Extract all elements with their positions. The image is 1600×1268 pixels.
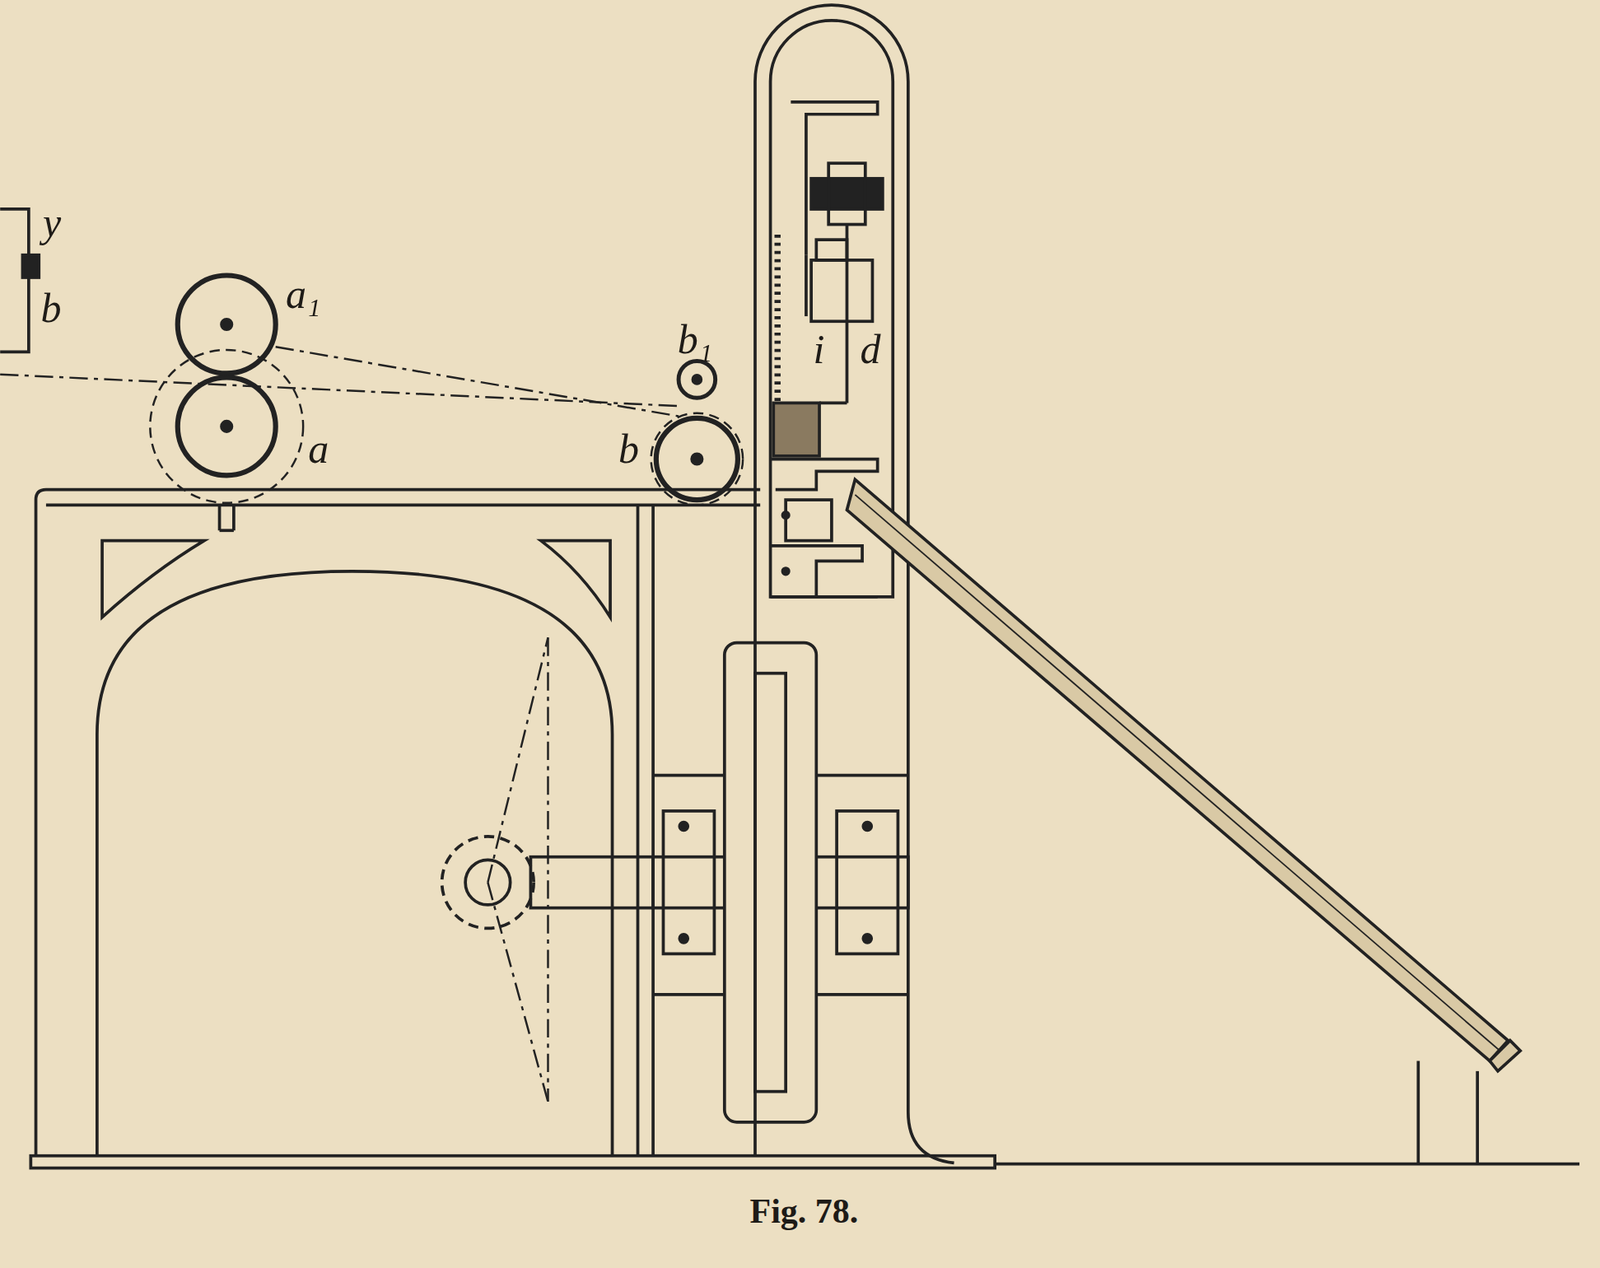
figure-caption: Fig. 78. [750, 1194, 859, 1229]
part-label: b₁ [677, 318, 713, 360]
part-label: b [41, 287, 62, 329]
part-label: b [618, 428, 640, 470]
part-label: a [307, 428, 329, 470]
part-label: i [813, 328, 826, 370]
part-label: y [42, 201, 61, 243]
part-label: a₁ [285, 273, 321, 315]
part-label: d [860, 328, 882, 370]
